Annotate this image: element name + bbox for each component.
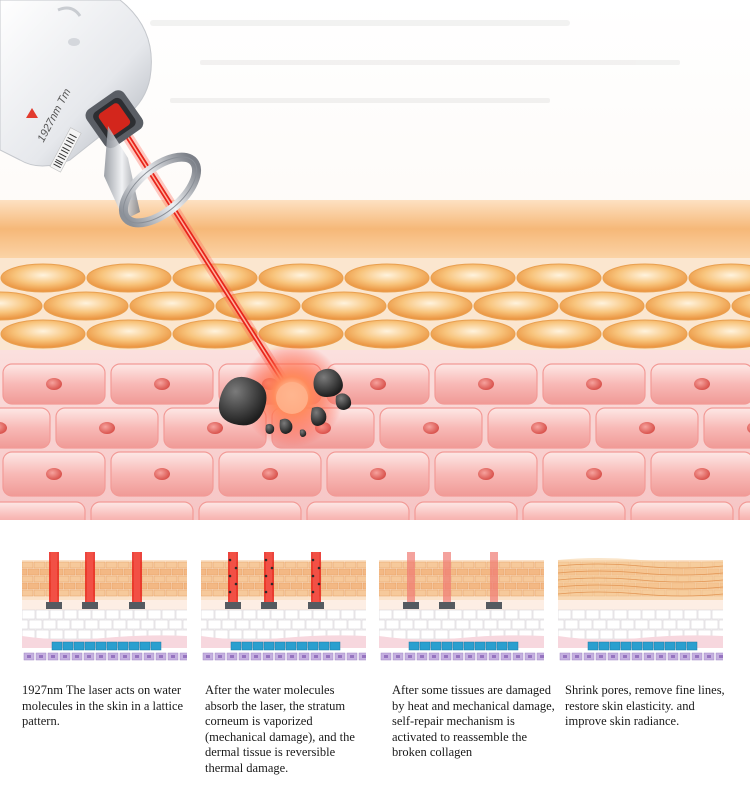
skin-surface-layer bbox=[0, 200, 750, 258]
epidermis-cell-lattice bbox=[0, 263, 750, 349]
step-1-caption: 1927nm The laser acts on water molecules… bbox=[22, 683, 184, 728]
laser-beam bbox=[106, 106, 296, 398]
barcode-sticker bbox=[49, 127, 82, 173]
step-2-caption: After the water molecules absorb the las… bbox=[205, 683, 355, 775]
step-1-illustration bbox=[22, 552, 187, 661]
step-4-illustration bbox=[558, 558, 723, 661]
vaporized-tissue-debris bbox=[218, 368, 352, 437]
step-3-illustration bbox=[379, 552, 544, 661]
dermal-cell-rows bbox=[0, 363, 750, 520]
laser-handpiece: 1927nm Tm bbox=[0, 0, 202, 228]
step-3-caption: After some tissues are damaged by heat a… bbox=[392, 683, 555, 759]
step-4-caption: Shrink pores, remove fine lines, restore… bbox=[565, 683, 725, 728]
step-2-illustration bbox=[201, 552, 366, 661]
skin-laser-illustration: 1927nm Tm bbox=[0, 0, 750, 520]
